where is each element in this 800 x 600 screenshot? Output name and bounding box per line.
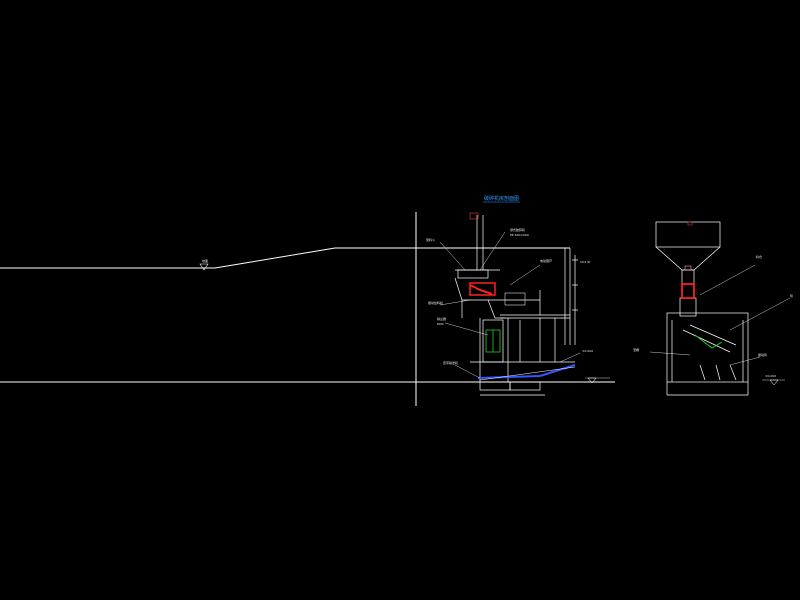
hopper-note: 受料斗: [426, 237, 435, 242]
crusher-note: 颚式破碎机: [510, 227, 525, 232]
crusher-house-section: [454, 212, 578, 396]
terrain-marker: 地面: [199, 258, 209, 271]
side-elev-marker: [762, 379, 785, 386]
terrain-profile-line: [0, 247, 570, 269]
elevation-title: 破碎机房剖面图: [484, 195, 519, 202]
mid-note: 除尘器: [437, 316, 446, 321]
ground-elev-marker: [585, 377, 610, 384]
right-top-note-2: CD1-5t: [580, 260, 591, 264]
side-screen: [694, 334, 723, 349]
mid-note-2: DMC: [437, 322, 444, 326]
side-right-note: 振动筛: [758, 352, 767, 357]
side-left-note: 溜槽: [633, 347, 639, 352]
side-view: [655, 221, 749, 396]
side-building: [666, 312, 749, 383]
equipment: [469, 282, 576, 381]
side-hopper: [655, 221, 721, 248]
side-screen-note: 筛: [790, 293, 793, 298]
feeder-note: 振动给料机: [428, 300, 443, 305]
elev-mark: ±0.000: [582, 349, 593, 353]
belt-conveyor: [477, 364, 576, 379]
side-hopper-note: 料仓: [756, 254, 762, 259]
terrain-mark-label: 地面: [202, 258, 208, 263]
jaw-crusher: [469, 282, 496, 296]
annotations-main: [439, 231, 581, 379]
annotations-side: [649, 264, 791, 366]
side-elev-mark: ±0.000: [765, 374, 776, 378]
side-crusher: [681, 283, 695, 299]
bottom-note: 皮带输送机: [443, 360, 458, 365]
right-top-note: 电动葫芦: [540, 258, 552, 263]
side-equipment: [681, 221, 723, 349]
crusher-note-2: PE-600×900: [510, 233, 529, 237]
